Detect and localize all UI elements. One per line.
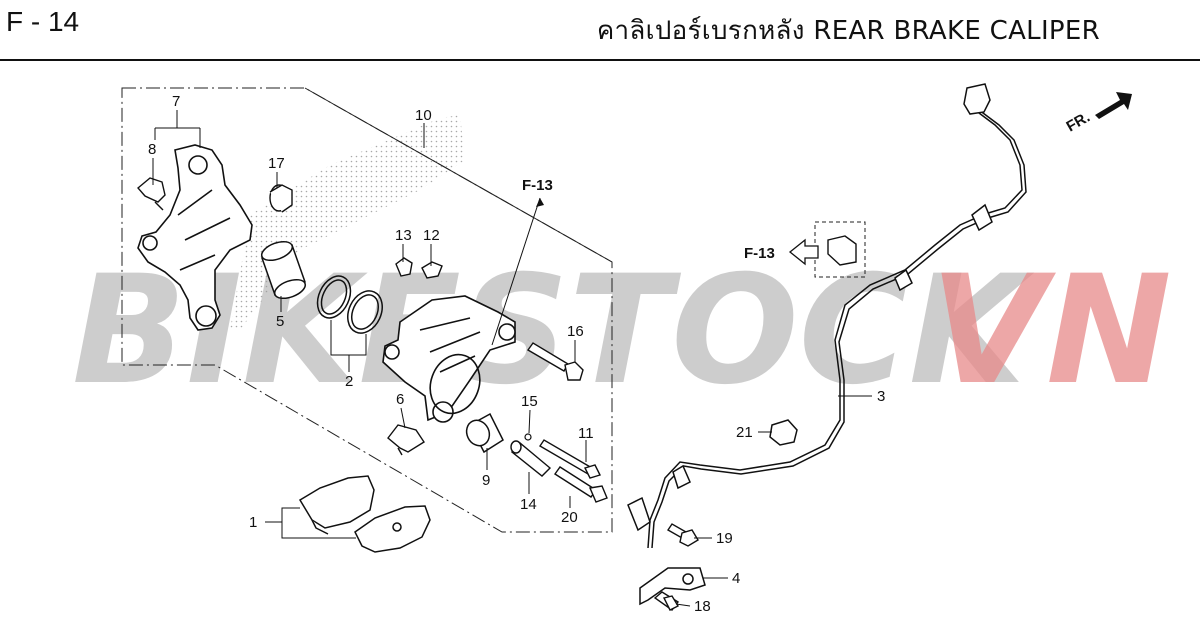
pad-spring	[137, 177, 166, 211]
callout-17[interactable]: 17	[268, 155, 285, 172]
pad-retainer	[387, 424, 425, 456]
callout-13[interactable]: 13	[395, 227, 412, 244]
caliper-body	[382, 295, 516, 423]
boot	[269, 184, 293, 213]
reference-arrow-icon	[788, 238, 819, 266]
brake-pads	[298, 475, 431, 553]
callout-3[interactable]: 3	[877, 388, 885, 405]
callout-2[interactable]: 2	[345, 373, 353, 390]
callout-6[interactable]: 6	[396, 391, 404, 408]
callout-4[interactable]: 4	[732, 570, 740, 587]
page-title: คาลิเปอร์เบรกหลัง REAR BRAKE CALIPER	[596, 16, 1100, 46]
callout-12[interactable]: 12	[423, 227, 440, 244]
ref-f13-top-arrowhead	[536, 198, 544, 207]
callout-19[interactable]: 19	[716, 530, 733, 547]
pin-bolt	[526, 342, 584, 381]
callout-16[interactable]: 16	[567, 323, 584, 340]
leader-lines	[152, 110, 872, 607]
bolt-19	[667, 523, 699, 547]
sleeve-boot	[465, 412, 504, 454]
callout-15[interactable]: 15	[521, 393, 538, 410]
sensor-wire	[627, 83, 1027, 549]
header-divider	[0, 59, 1200, 61]
ref-f13-top[interactable]: F-13	[522, 177, 553, 194]
boundary-edge	[304, 87, 613, 263]
front-direction: FR.	[1064, 92, 1132, 136]
callout-5[interactable]: 5	[276, 313, 284, 330]
front-label: FR.	[1064, 109, 1093, 136]
callout-21[interactable]: 21	[736, 424, 753, 441]
piston	[260, 240, 307, 300]
ref-f13-side[interactable]: F-13	[744, 245, 775, 262]
callout-1[interactable]: 1	[249, 514, 257, 531]
callout-9[interactable]: 9	[482, 472, 490, 489]
pin-bolt-lower	[554, 466, 608, 503]
callout-8[interactable]: 8	[148, 141, 156, 158]
callout-10[interactable]: 10	[415, 107, 432, 124]
page-code: F - 14	[6, 6, 80, 37]
clamp	[769, 419, 798, 446]
callout-7[interactable]: 7	[172, 93, 180, 110]
caliper-bracket	[137, 144, 253, 331]
callout-18[interactable]: 18	[694, 598, 711, 615]
front-arrow-icon	[1095, 92, 1132, 119]
callout-14[interactable]: 14	[520, 496, 537, 513]
sensor-bracket	[639, 567, 706, 606]
watermark-red-text: VN	[930, 244, 1172, 418]
sleeve	[510, 440, 552, 477]
clip-detail	[788, 221, 866, 278]
callout-20[interactable]: 20	[561, 509, 578, 526]
piston-seals	[316, 275, 383, 334]
caliper-body-shading	[230, 115, 465, 330]
o-ring	[524, 433, 532, 441]
bolt-18	[653, 591, 680, 611]
watermark: BIKESTOCK VN	[72, 244, 1172, 418]
watermark-gray-text: BIKESTOCK	[72, 244, 1035, 418]
pin	[539, 439, 601, 479]
callouts: 7 8 10 17 13 12 5 2 16 6 15 11 9 14 20 1…	[148, 93, 885, 615]
ref-f13-top-leader	[491, 197, 541, 346]
callout-11[interactable]: 11	[578, 425, 594, 442]
